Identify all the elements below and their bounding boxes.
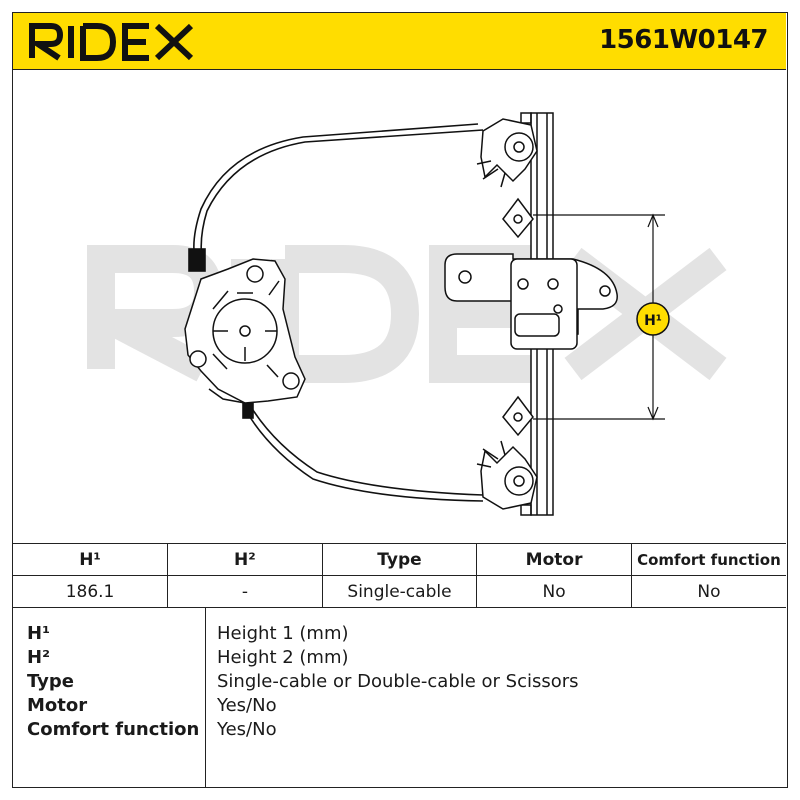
header-h1: H¹ — [13, 543, 169, 576]
legend-value: Height 2 (mm) — [217, 647, 349, 668]
legend-key: Type — [27, 671, 74, 692]
part-number: 1561W0147 — [599, 25, 768, 55]
legend-key: H² — [27, 647, 50, 668]
legend-value: Yes/No — [217, 719, 277, 740]
header-bar: 1561W0147 — [13, 13, 786, 70]
legend-box: H¹ H² Type Motor Comfort function Height… — [13, 607, 786, 787]
ridex-logo — [29, 23, 194, 61]
value-comfort-function: No — [630, 575, 786, 608]
specs-table: H¹ H² Type Motor Comfort function 186.1 … — [13, 543, 786, 608]
value-motor: No — [476, 575, 632, 608]
header-h2: H² — [167, 543, 323, 576]
window-regulator-cable — [188, 123, 484, 502]
drum-housing — [184, 258, 306, 404]
h1-marker: H¹ — [636, 302, 670, 336]
header-comfort-function: Comfort function — [630, 543, 786, 576]
svg-text:H¹: H¹ — [644, 313, 662, 329]
product-sheet: 1561W0147 — [12, 12, 788, 788]
top-pulley — [476, 118, 538, 188]
product-drawing: H¹ — [13, 69, 786, 543]
header-type: Type — [321, 543, 478, 576]
legend-keys: H¹ H² Type Motor Comfort function — [27, 622, 199, 742]
carrier-plate — [444, 253, 618, 350]
bottom-pulley — [476, 440, 538, 510]
value-h2: - — [167, 575, 323, 608]
legend-value: Yes/No — [217, 695, 277, 716]
legend-key: Comfort function — [27, 719, 200, 740]
legend-key: H¹ — [27, 623, 50, 644]
legend-key: Motor — [27, 695, 88, 716]
legend-divider — [205, 608, 206, 787]
mounting-brackets — [502, 197, 534, 437]
legend-value: Height 1 (mm) — [217, 623, 349, 644]
header-motor: Motor — [476, 543, 632, 576]
value-type: Single-cable — [321, 575, 478, 608]
value-h1: 186.1 — [13, 575, 169, 608]
specs-header-row: H¹ H² Type Motor Comfort function — [13, 543, 786, 576]
specs-value-row: 186.1 - Single-cable No No — [13, 575, 786, 608]
legend-values: Height 1 (mm) Height 2 (mm) Single-cable… — [217, 622, 579, 742]
legend-value: Single-cable or Double-cable or Scissors — [217, 671, 579, 692]
